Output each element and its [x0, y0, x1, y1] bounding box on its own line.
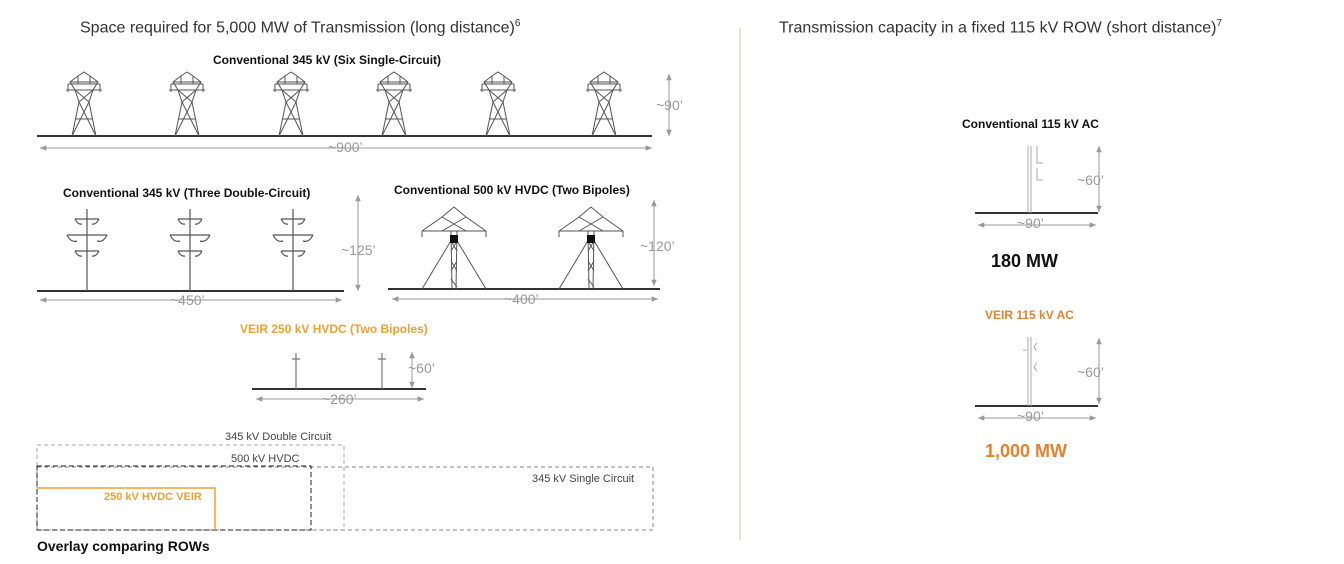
veir-115kv-pole-icon	[1023, 337, 1038, 406]
veir115-label: VEIR 115 kV AC	[985, 308, 1074, 322]
hvdc500-label: Conventional 500 kV HVDC (Two Bipoles)	[394, 183, 630, 197]
right-title: Transmission capacity in a fixed 115 kV …	[779, 18, 1223, 37]
lattice-tower-icon	[65, 71, 623, 137]
hvdc500-height: ~120’	[640, 238, 675, 254]
overlay-hvdc500-label: 500 kV HVDC	[231, 453, 300, 465]
left-title: Space required for 5,000 MW of Transmiss…	[80, 18, 521, 37]
veir115-capacity: 1,000 MW	[985, 441, 1068, 461]
conventional-115kv-pole-icon	[1027, 146, 1043, 213]
six-single-label: Conventional 345 kV (Six Single-Circuit)	[213, 53, 442, 67]
conv115-capacity: 180 MW	[991, 251, 1059, 271]
monopole-icon	[292, 353, 386, 389]
overlay-double-circuit-label: 345 kV Double Circuit	[225, 431, 332, 443]
veir250-label: VEIR 250 kV HVDC (Two Bipoles)	[240, 322, 428, 336]
overlay-rows	[36, 444, 654, 531]
double-circuit-pole-icon	[66, 208, 314, 292]
conv115-label: Conventional 115 kV AC	[962, 117, 1099, 131]
overlay-title: Overlay comparing ROWs	[37, 538, 210, 554]
overlay-single-circuit-label: 345 kV Single Circuit	[532, 473, 635, 485]
three-double-label: Conventional 345 kV (Three Double-Circui…	[63, 186, 311, 200]
guyed-tower-icon	[421, 206, 624, 290]
overlay-veir-label: 250 kV HVDC VEIR	[104, 491, 202, 503]
